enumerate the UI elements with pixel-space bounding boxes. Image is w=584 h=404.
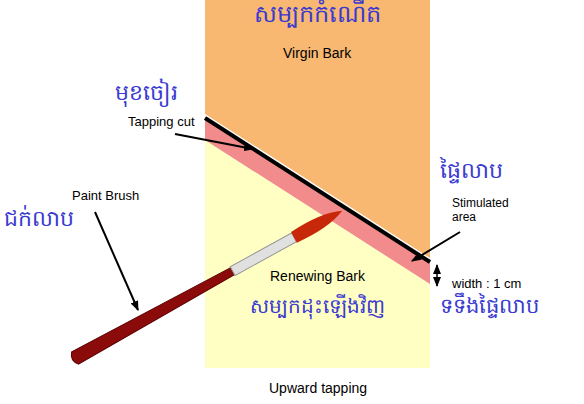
khmer-region-label: សម្បកកំណើត: [254, 0, 381, 29]
leader-line: [95, 212, 138, 310]
khmer-label: ជក់លាប: [4, 206, 74, 232]
stimulated-band: [205, 118, 430, 284]
tapping-cut-line: [205, 118, 430, 262]
region-label: Renewing Bark: [270, 268, 365, 285]
width-arrow: [436, 265, 438, 286]
paint-brush: [69, 205, 346, 366]
region-label: Virgin Bark: [283, 45, 351, 62]
caption: Upward tapping: [269, 380, 367, 397]
khmer-label: ទទឹងផ្ទៃលាប: [440, 294, 539, 319]
khmer-label: មុខចៀរ: [115, 80, 178, 106]
leader-line: [412, 232, 460, 261]
callout-label: Paint Brush: [72, 188, 139, 204]
callout-label: Stimulated area: [452, 196, 522, 225]
khmer-label: ផ្ទៃលាប: [440, 158, 503, 184]
callout-label: Tapping cut: [128, 114, 195, 130]
leader-line: [175, 134, 253, 149]
dimension-label: width : 1 cm: [452, 276, 521, 292]
khmer-region-label: សម្បកដុះឡើងវិញ: [250, 294, 385, 318]
